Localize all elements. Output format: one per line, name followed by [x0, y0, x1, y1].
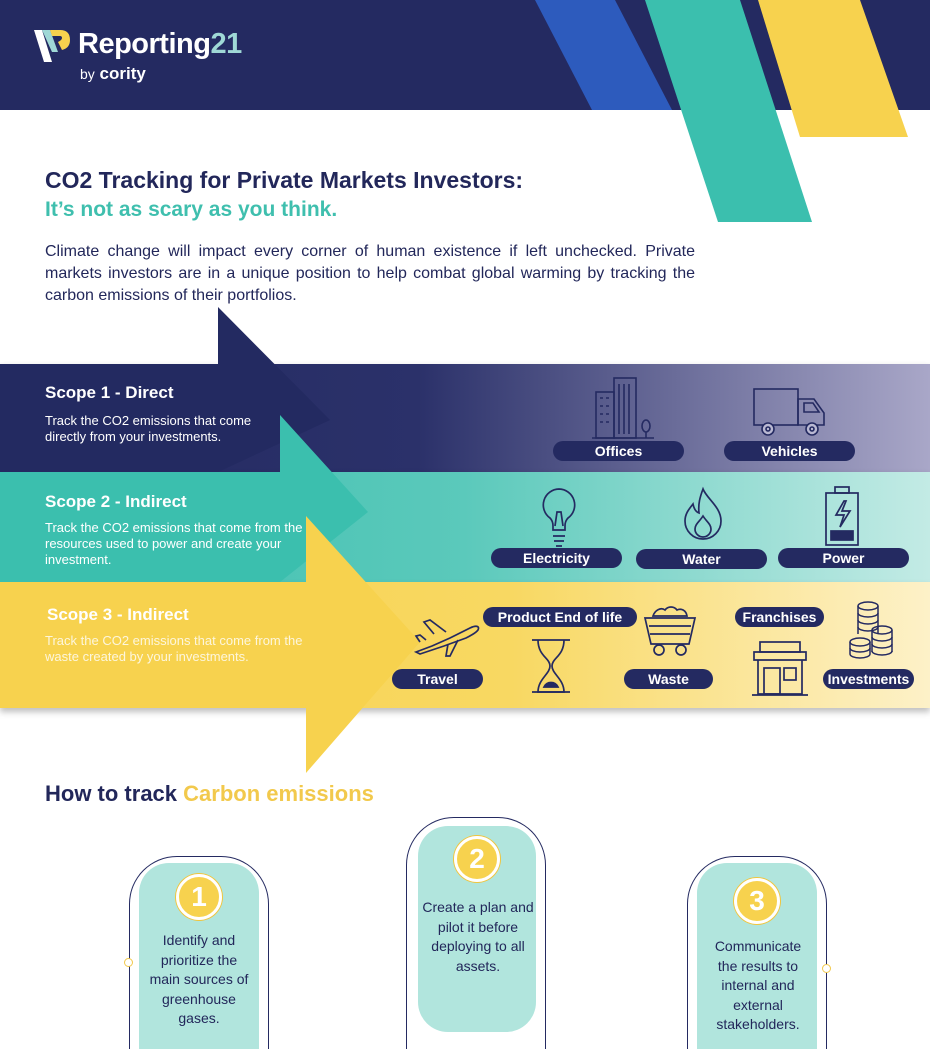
waste-mine-cart-icon: [643, 606, 697, 656]
travel-airplane-icon: [413, 619, 480, 657]
brand-byline: by cority: [80, 64, 146, 83]
step1-number-badge: 1: [176, 874, 222, 920]
step2-text: Create a plan and pilot it before deploy…: [422, 899, 534, 974]
product-end-of-life-hourglass-icon: [532, 639, 570, 693]
pill-product-end-of-life: Product End of life: [483, 607, 637, 627]
scope2-title: Scope 2 - Indirect: [45, 492, 187, 511]
pill-electricity: Electricity: [491, 548, 622, 568]
reporting21-logo-icon: [34, 30, 70, 62]
step2-number-badge: 2: [454, 836, 500, 882]
intro-paragraph: Climate change will impact every corner …: [45, 243, 695, 304]
step3-number-badge: 3: [734, 878, 780, 924]
pill-investments: Investments: [823, 669, 914, 689]
how-to-track-heading: How to track Carbon emissions: [45, 781, 374, 806]
page-subtitle: It’s not as scary as you think.: [45, 198, 338, 221]
scope1-description: Track the CO2 emissions that come direct…: [45, 413, 252, 444]
pill-water: Water: [636, 549, 767, 569]
scope3-title: Scope 3 - Indirect: [47, 605, 189, 624]
vehicles-truck-icon: [753, 388, 825, 436]
brand-logo: Reporting21 by cority: [32, 26, 242, 84]
lightbulb-icon: [542, 488, 576, 547]
scope2-description: Track the CO2 emissions that come from t…: [45, 520, 303, 567]
pill-offices: Offices: [553, 441, 684, 461]
pill-franchises: Franchises: [735, 607, 824, 627]
step3-outline: [687, 856, 827, 1049]
franchises-store-icon: [752, 641, 808, 696]
page-title: CO2 Tracking for Private Markets Investo…: [45, 167, 524, 193]
scope1-title: Scope 1 - Direct: [45, 383, 174, 402]
step3-connector-dot: [822, 964, 831, 973]
pill-vehicles: Vehicles: [724, 441, 855, 461]
battery-power-icon: [825, 486, 859, 546]
offices-building-icon: [592, 377, 654, 439]
step3-text: Communicate the results to internal and …: [714, 938, 802, 1032]
step1-outline: [129, 856, 269, 1049]
scope3-description: Track the CO2 emissions that come from t…: [45, 633, 303, 664]
pill-waste: Waste: [624, 669, 713, 689]
step1-connector-dot: [124, 958, 133, 967]
investments-coins-icon: [849, 601, 893, 659]
step2-outline: [406, 817, 546, 1049]
pill-power: Power: [778, 548, 909, 568]
water-flame-icon: [684, 486, 722, 540]
step1-text: Identify and prioritize the main sources…: [149, 932, 249, 1026]
pill-travel: Travel: [392, 669, 483, 689]
brand-name: Reporting21: [78, 28, 242, 60]
